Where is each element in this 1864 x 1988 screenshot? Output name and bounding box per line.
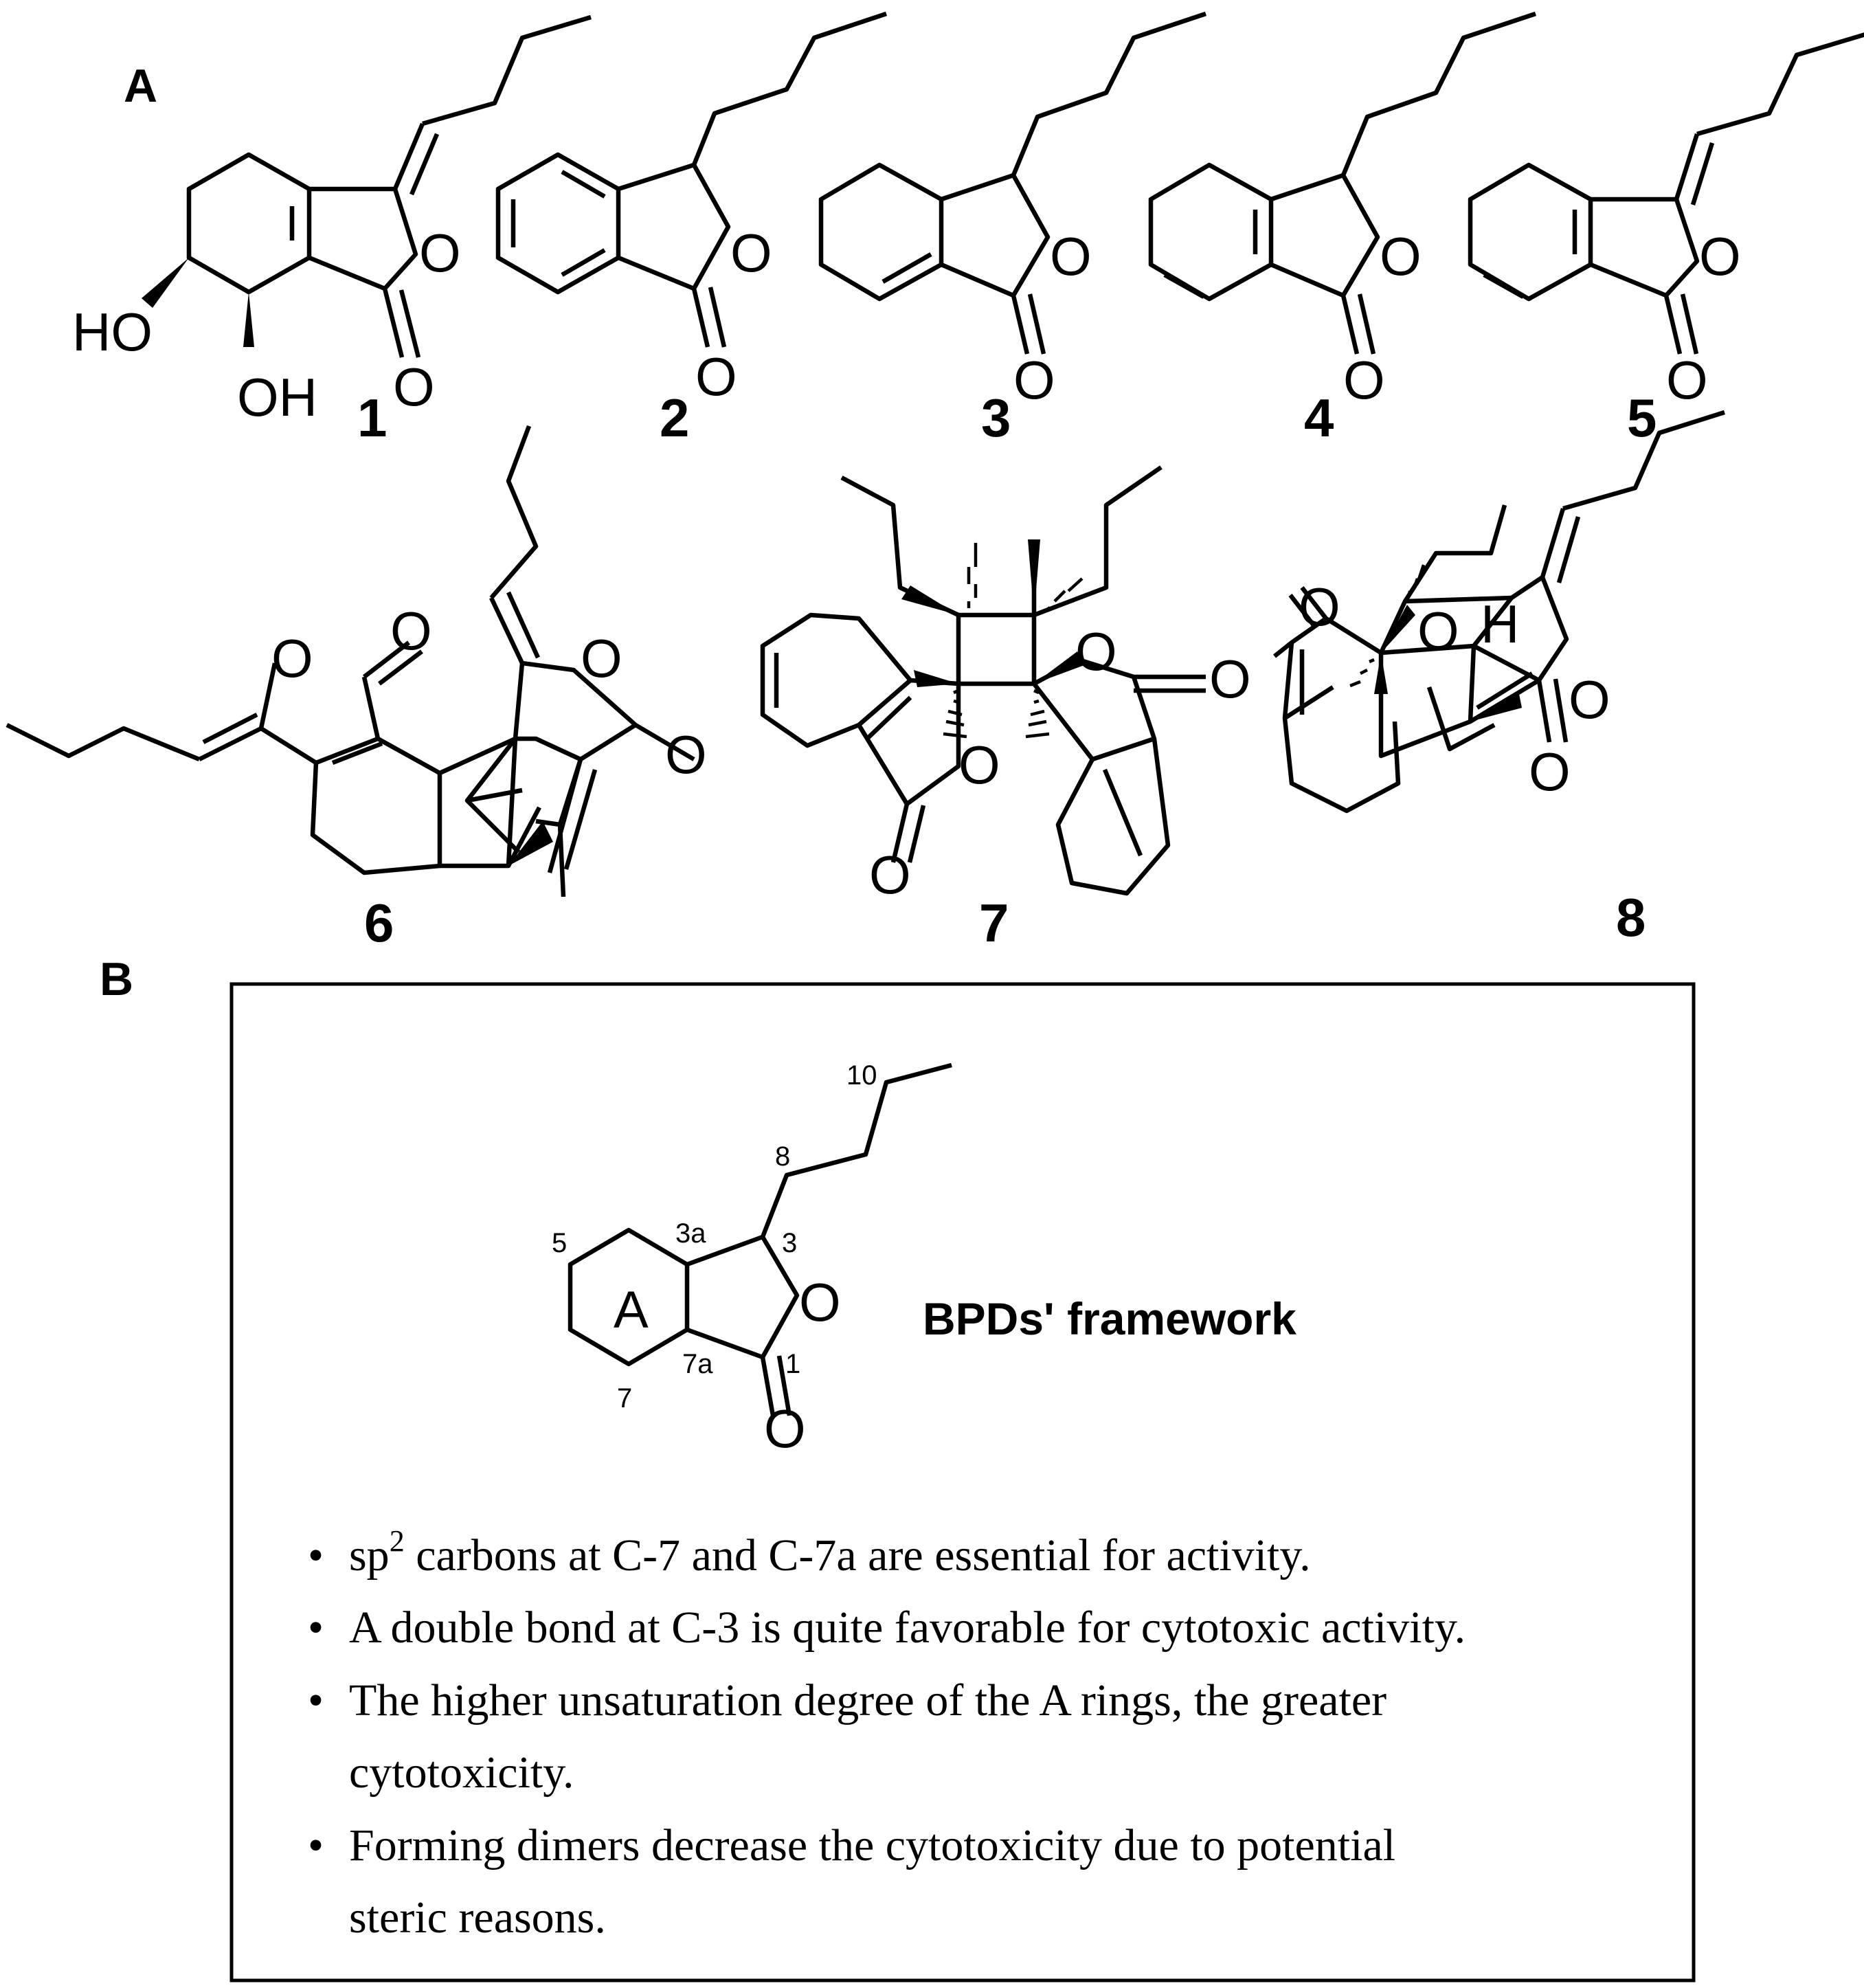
compound-7-left-ring-oxygen: O bbox=[958, 735, 1000, 795]
compound-3-structure: O O bbox=[818, 11, 1207, 410]
note-1-bullet: • bbox=[308, 1530, 324, 1581]
compound-8-ring-oxygen: O bbox=[1569, 669, 1610, 730]
compound-5-structure: O O bbox=[1468, 32, 1864, 410]
compound-1-hydroxyl-left: HO bbox=[72, 302, 153, 362]
note-1-sp: sp bbox=[349, 1530, 390, 1581]
compound-5-ring-oxygen: O bbox=[1699, 226, 1741, 287]
compound-2-ring-oxygen: O bbox=[730, 223, 772, 283]
framework-ring-a-label: A bbox=[614, 1281, 649, 1339]
compound-1-structure: O O HO OH bbox=[72, 14, 592, 427]
panel-a-label: A bbox=[124, 60, 157, 112]
locant-c3a: 3a bbox=[675, 1218, 706, 1249]
note-4-text-line1: Forming dimers decrease the cytotoxicity… bbox=[349, 1820, 1395, 1870]
compound-8-hydrogen: H bbox=[1481, 594, 1519, 654]
locant-c7: 7 bbox=[617, 1383, 632, 1414]
compound-8-structure: O O H O O bbox=[1272, 410, 1725, 814]
compound-6-left-carbonyl-oxygen: O bbox=[390, 601, 432, 661]
sar-notes-list: • sp2 carbons at C-7 and C-7a are essent… bbox=[308, 1524, 1466, 1943]
locant-c5: 5 bbox=[552, 1228, 567, 1258]
locant-c7a: 7a bbox=[682, 1349, 713, 1379]
compound-7-right-carbonyl-oxygen: O bbox=[1209, 649, 1251, 709]
compound-3-number: 3 bbox=[981, 388, 1011, 448]
compound-7-structure: O O O O bbox=[760, 465, 1251, 905]
compound-8-carbonyl-oxygen: O bbox=[1529, 741, 1571, 802]
locant-c8: 8 bbox=[775, 1141, 790, 1172]
note-2-text: A double bond at C-3 is quite favorable … bbox=[349, 1602, 1466, 1653]
compound-7-right-ring-oxygen: O bbox=[1075, 621, 1117, 682]
compound-6-right-carbonyl-oxygen: O bbox=[665, 724, 707, 785]
compound-2-structure: O O bbox=[495, 11, 888, 407]
framework-box bbox=[229, 982, 1696, 1983]
compound-4-ring-oxygen: O bbox=[1380, 226, 1422, 287]
framework-carbonyl-oxygen: O bbox=[764, 1398, 806, 1459]
note-1-text: sp2 carbons at C-7 and C-7a are essentia… bbox=[349, 1524, 1311, 1581]
compound-7-left-carbonyl-oxygen: O bbox=[869, 845, 911, 905]
framework-title: BPDs' framework bbox=[923, 1293, 1296, 1344]
compound-3-ring-oxygen: O bbox=[1050, 226, 1092, 287]
compound-2-carbonyl-oxygen: O bbox=[695, 346, 737, 407]
compound-6-number: 6 bbox=[364, 893, 394, 953]
note-1-rest: carbons at C-7 and C-7a are essential fo… bbox=[405, 1530, 1311, 1581]
compound-8-number: 8 bbox=[1616, 887, 1646, 948]
compound-3-carbonyl-oxygen: O bbox=[1013, 350, 1055, 410]
compound-1-number: 1 bbox=[357, 388, 387, 448]
compound-6-structure: O O O O bbox=[5, 425, 707, 897]
locant-c3: 3 bbox=[782, 1228, 797, 1258]
locant-c1: 1 bbox=[785, 1349, 800, 1379]
note-3-text-line2: cytotoxicity. bbox=[349, 1747, 574, 1798]
compound-5-carbonyl-oxygen: O bbox=[1666, 350, 1708, 410]
compound-1-carbonyl-oxygen: O bbox=[393, 357, 435, 417]
note-3-bullet: • bbox=[308, 1675, 324, 1725]
compound-2-number: 2 bbox=[660, 388, 689, 448]
locant-c10: 10 bbox=[846, 1060, 877, 1091]
note-1-superscript: 2 bbox=[390, 1524, 405, 1558]
compound-6-left-ring-oxygen: O bbox=[271, 628, 313, 689]
compound-8-ester-carbonyl-oxygen: O bbox=[1299, 577, 1340, 637]
compound-8-ester-oxygen: O bbox=[1417, 601, 1459, 661]
panel-b-label: B bbox=[100, 953, 133, 1005]
note-2-bullet: • bbox=[308, 1602, 324, 1653]
bpd-framework-structure: O O A 10 8 5 3a 3 7a 1 7 bbox=[552, 1060, 952, 1459]
compound-5-number: 5 bbox=[1627, 388, 1657, 448]
compound-4-structure: O O bbox=[1148, 11, 1537, 410]
compound-1-ring-oxygen: O bbox=[419, 223, 461, 283]
note-3-text-line1: The higher unsaturation degree of the A … bbox=[349, 1675, 1386, 1725]
note-4-text-line2: steric reasons. bbox=[349, 1892, 606, 1943]
compound-7-number: 7 bbox=[979, 893, 1009, 953]
compound-4-number: 4 bbox=[1304, 388, 1334, 448]
note-4-bullet: • bbox=[308, 1820, 324, 1870]
compound-6-right-ring-oxygen: O bbox=[581, 628, 622, 689]
compound-4-carbonyl-oxygen: O bbox=[1343, 350, 1385, 410]
compound-1-hydroxyl-bottom: OH bbox=[237, 367, 317, 427]
framework-ring-oxygen: O bbox=[799, 1272, 841, 1332]
